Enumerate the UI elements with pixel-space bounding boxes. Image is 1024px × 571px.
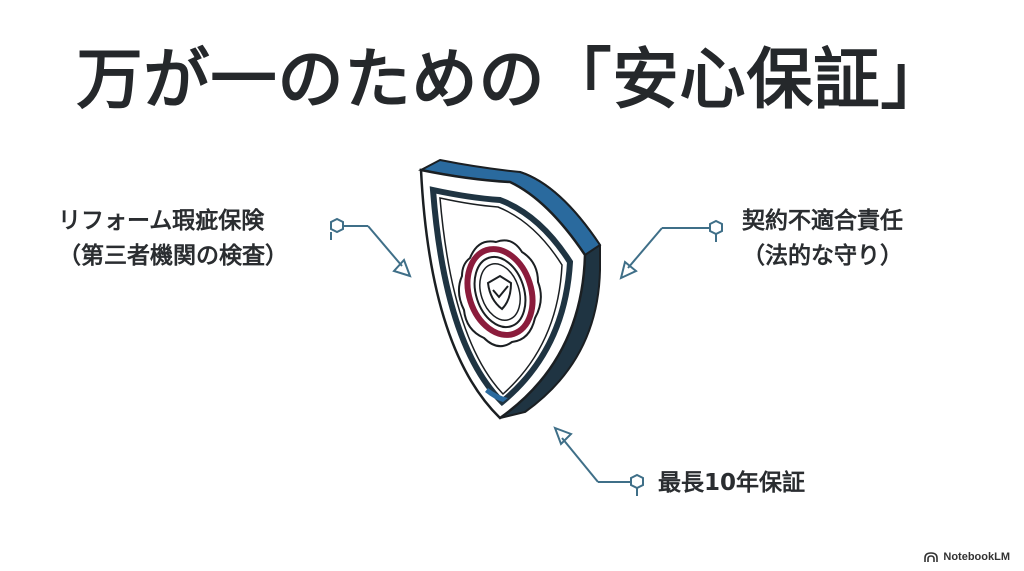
label-left-line2: （第三者機関の検査） bbox=[58, 243, 288, 269]
hexagon-node-icon bbox=[330, 217, 344, 234]
connector-left bbox=[330, 217, 412, 278]
connector-bottom bbox=[553, 426, 644, 496]
seal-badge-icon bbox=[458, 239, 542, 348]
open-triangle-arrowhead-icon bbox=[392, 258, 412, 278]
label-bottom-line1: 最長10年保証 bbox=[658, 470, 806, 496]
brand-name: NotebookLM bbox=[943, 551, 1010, 563]
connector-right bbox=[619, 219, 723, 280]
hexagon-node-icon bbox=[709, 219, 723, 236]
label-defect-insurance: リフォーム瑕疵保険 （第三者機関の検査） bbox=[58, 204, 288, 274]
label-left-line1: リフォーム瑕疵保険 bbox=[58, 208, 265, 234]
label-warranty-period: 最長10年保証 bbox=[658, 466, 805, 501]
shield-icon bbox=[418, 158, 602, 420]
label-right-line2: （法的な守り） bbox=[742, 243, 903, 269]
label-right-line1: 契約不適合責任 bbox=[742, 208, 903, 234]
open-triangle-arrowhead-icon bbox=[619, 260, 638, 280]
label-contract-liability: 契約不適合責任 （法的な守り） bbox=[742, 204, 903, 274]
notebooklm-logo-icon bbox=[924, 552, 939, 562]
hexagon-node-icon bbox=[630, 473, 644, 490]
open-triangle-arrowhead-icon bbox=[553, 426, 573, 446]
slide-title: 万が一のための「安心保証」 bbox=[76, 41, 948, 118]
brand-watermark: NotebookLM bbox=[924, 551, 1010, 563]
